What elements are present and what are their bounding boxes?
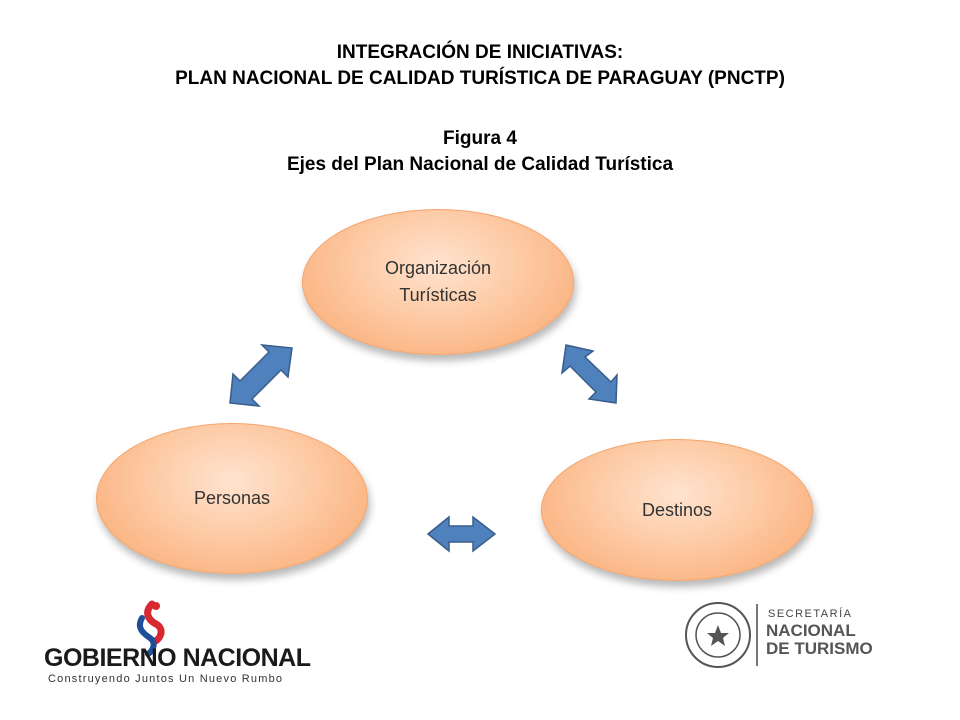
secretaria-label: SECRETARÍA xyxy=(768,608,853,620)
figure-title: Ejes del Plan Nacional de Calidad Turíst… xyxy=(286,154,674,175)
node-destinos: Destinos xyxy=(541,439,813,581)
heading-line-1: INTEGRACIÓN DE INICIATIVAS: xyxy=(336,42,624,63)
node-organizacion-line1: Organización xyxy=(384,258,492,278)
de-turismo-label: DE TURISMO xyxy=(766,639,873,658)
nacional-label: NACIONAL xyxy=(766,621,856,640)
nacional-de-turismo-wordmark: NACIONAL DE TURISMO xyxy=(766,622,873,658)
node-destinos-label: Destinos xyxy=(641,499,713,520)
node-organizacion-turisticas: Organización Turísticas xyxy=(302,209,574,355)
heading-line-2: PLAN NACIONAL DE CALIDAD TURÍSTICA DE PA… xyxy=(175,68,785,89)
arrow-organizacion-destinos xyxy=(560,344,618,404)
gobierno-nacional-logo xyxy=(136,600,165,657)
secretaria-turismo-logo xyxy=(685,602,758,668)
gobierno-nacional-slogan: Construyendo Juntos Un Nuevo Rumbo xyxy=(48,673,284,685)
figure-label: Figura 4 xyxy=(443,128,517,149)
arrow-personas-destinos xyxy=(426,515,497,553)
node-organizacion-line2: Turísticas xyxy=(399,285,477,305)
gobierno-nacional-wordmark: GOBIERNO NACIONAL xyxy=(44,644,311,672)
node-personas-label: Personas xyxy=(193,488,271,508)
node-personas: Personas xyxy=(96,423,368,574)
arrow-personas-organizacion xyxy=(229,344,293,407)
